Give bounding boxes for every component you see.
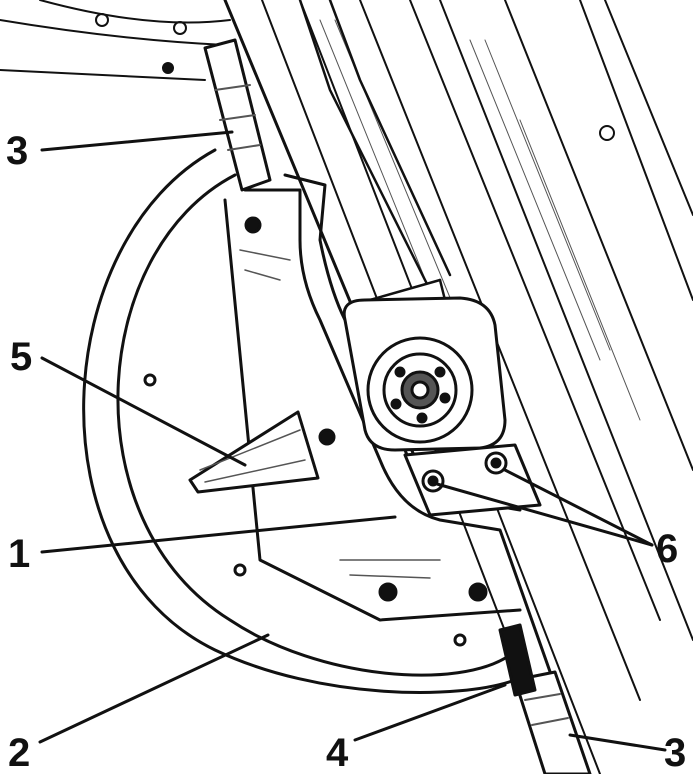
bracket-screw (484, 451, 508, 475)
callout-1: 1 (8, 532, 30, 576)
bearing-race (382, 352, 458, 428)
housing-hole (599, 125, 615, 141)
wedge-block (188, 410, 320, 494)
spacer-top (203, 38, 272, 192)
housing-hole (173, 21, 187, 35)
leader-2 (38, 633, 270, 744)
guide-plate (223, 173, 562, 702)
callout-2: 2 (8, 731, 30, 774)
stop-piece (498, 623, 537, 697)
leader-lines (38, 130, 667, 752)
callout-3-top: 3 (6, 129, 28, 173)
leader-6b (503, 468, 654, 547)
callout-6: 6 (656, 527, 678, 571)
callout-3-bottom: 3 (664, 731, 686, 774)
housing-hole (162, 62, 174, 74)
ring-hole (143, 373, 157, 387)
housing-hole (95, 13, 109, 27)
leader-6a (435, 482, 654, 547)
leader-5 (40, 356, 247, 467)
semicircular-ring (82, 148, 517, 694)
plate-screw (244, 216, 262, 234)
mounting-bracket (403, 443, 542, 517)
callout-5: 5 (10, 335, 32, 379)
upper-housing (0, 0, 615, 141)
spacer-bottom (513, 670, 592, 774)
ring-hole (453, 633, 467, 647)
ring-hole (233, 563, 247, 577)
bracket-screw (421, 469, 445, 493)
plate-screw (468, 582, 488, 602)
leader-4 (353, 683, 507, 742)
leader-3-top (40, 130, 234, 152)
callout-4: 4 (326, 731, 349, 774)
callout-labels: 3 5 1 2 4 3 6 (6, 129, 686, 774)
plate-screw (378, 582, 398, 602)
leader-3-bottom (568, 733, 667, 752)
bearing-block (342, 296, 507, 452)
plate-screw (318, 428, 336, 446)
channel-profile (298, 0, 452, 322)
leader-1 (40, 515, 397, 554)
